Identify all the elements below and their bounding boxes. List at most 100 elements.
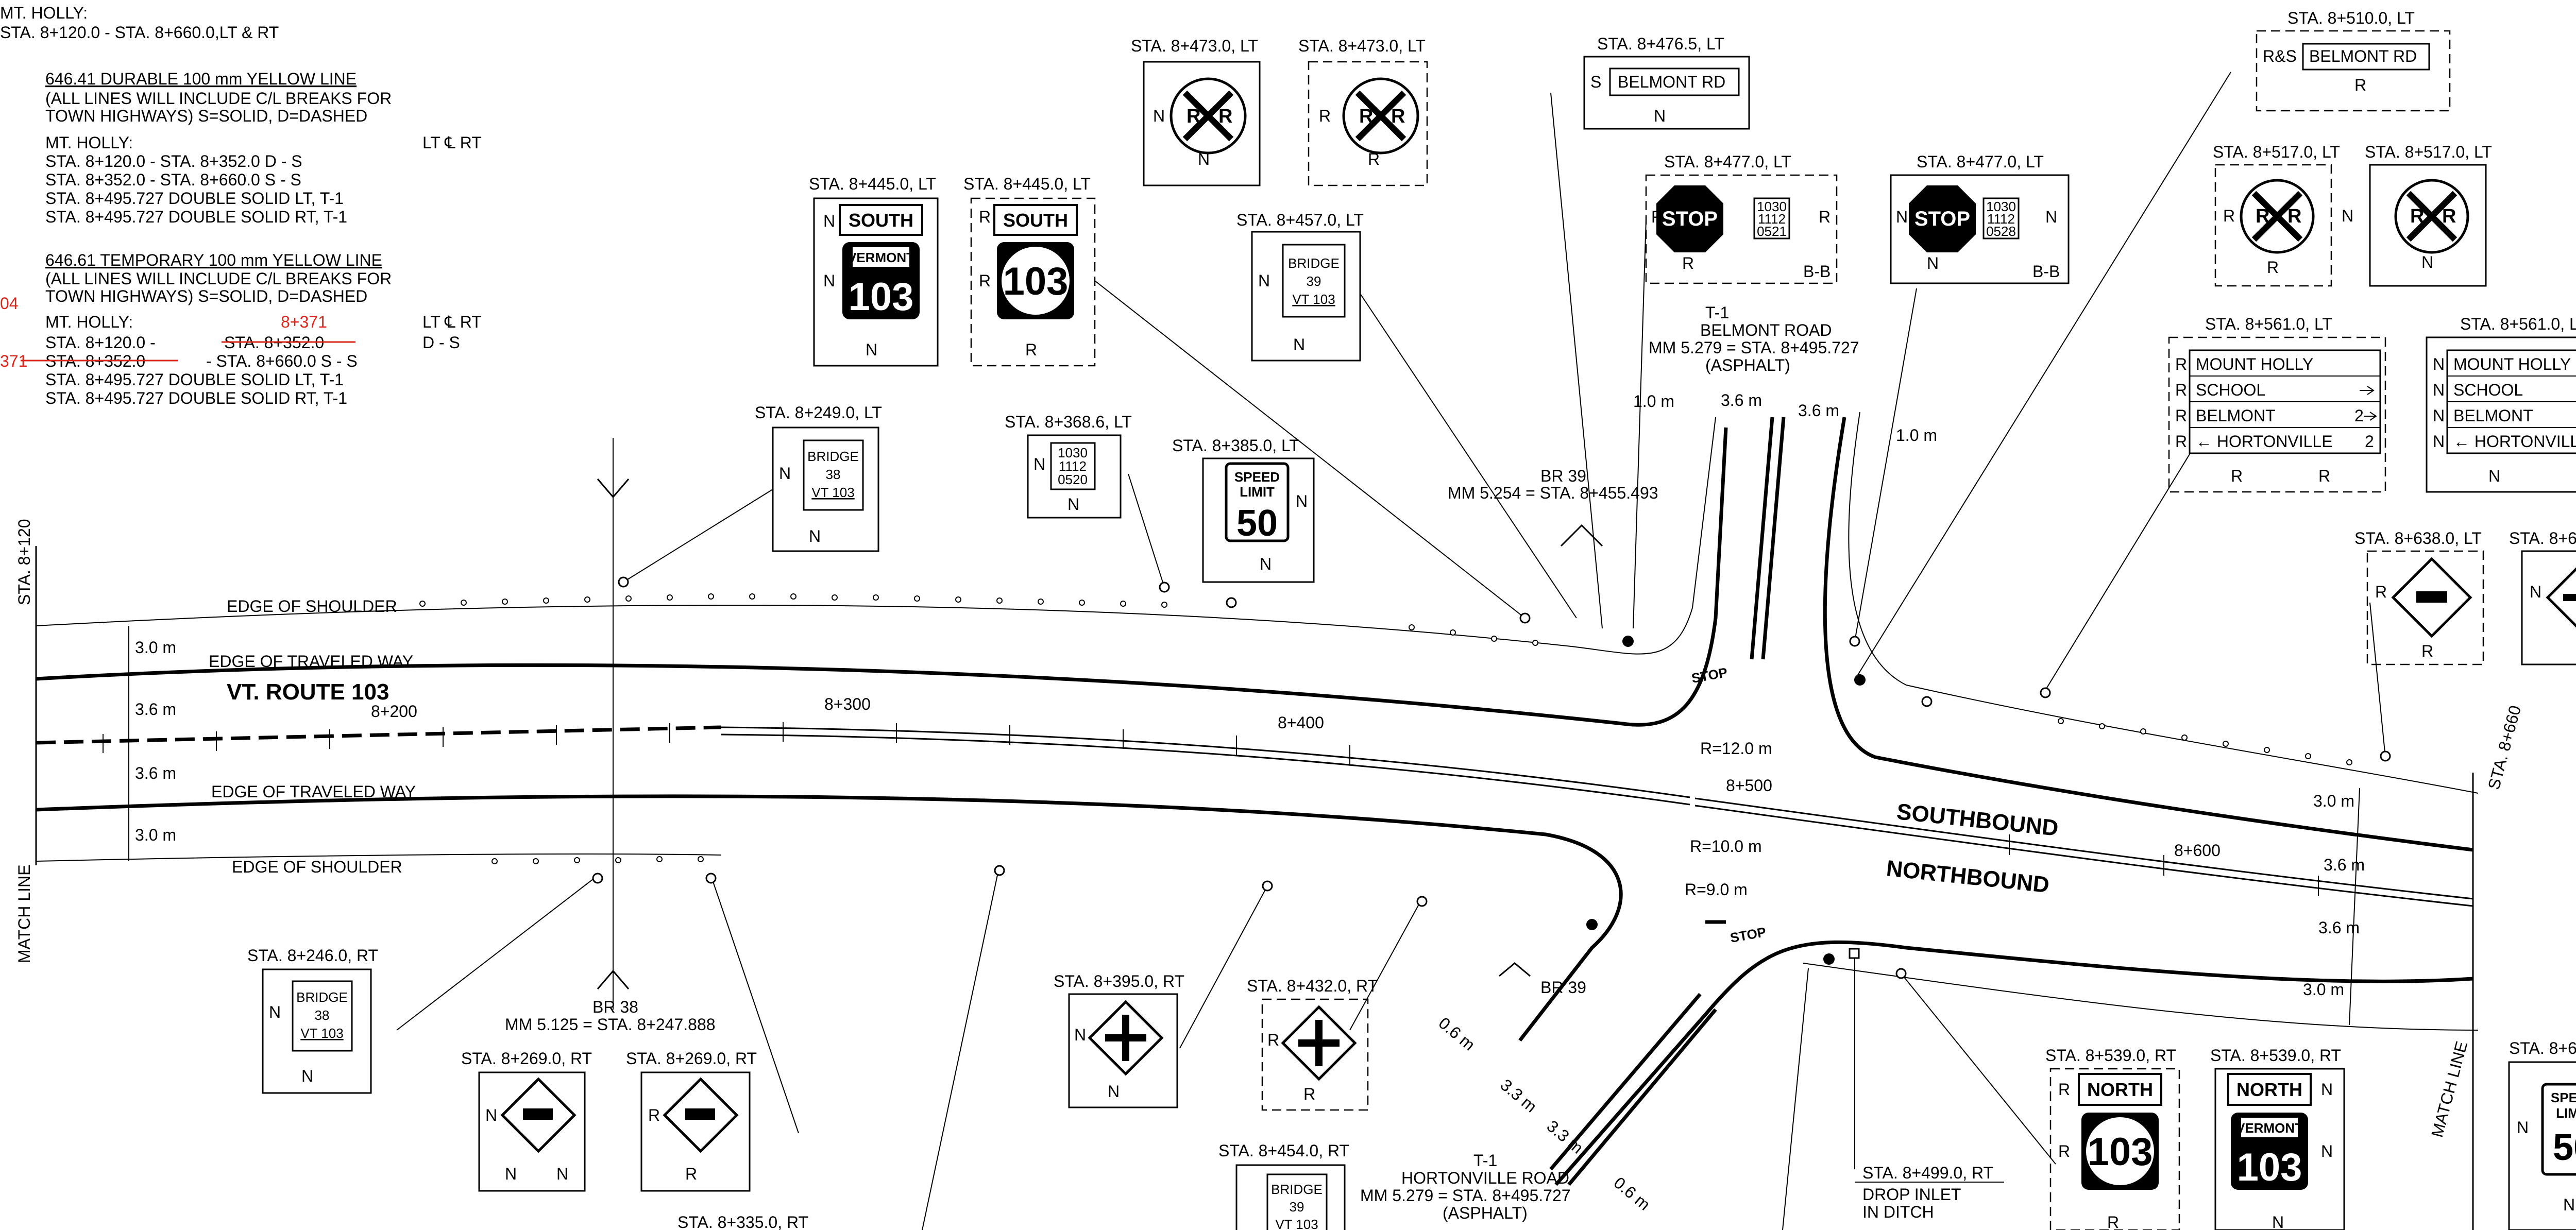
sign-8-517-lt-a: STA. 8+517.0, LT R R R R (2213, 143, 2340, 287)
truck-body (2416, 591, 2447, 603)
leader-line (2369, 602, 2386, 758)
sign-frame-dashed (2214, 164, 2332, 287)
sign-orientation: R (2058, 1080, 2070, 1099)
speed-limit-value: 50 (1236, 503, 1278, 544)
sign-8-477-lt-a: STA. 8+477.0, LT STOP 1030 1112 0521 B-B… (1645, 152, 1838, 284)
leader-line (1349, 898, 1422, 1031)
arrow-right-icon (2360, 386, 2375, 395)
sign-orientation: N (1074, 1026, 1086, 1044)
sign-orientation: R (2175, 381, 2187, 399)
shield-header (2241, 1118, 2298, 1137)
stop-sign-icon (1656, 185, 1723, 252)
south-travel-edge-right (1554, 940, 2473, 1186)
note-line: STA. 8+495.727 DOUBLE SOLID RT, T-1 (45, 389, 347, 407)
sign-orientation: R (1651, 208, 1663, 226)
rr-letter: R (2410, 206, 2424, 227)
station-ticks (103, 722, 2319, 896)
sign-station-label: STA. 8+477.0, LT (1917, 152, 2044, 171)
sign-orientation: R (1319, 107, 1331, 125)
sign-orientation: R (2107, 1213, 2119, 1230)
direction-text: SOUTH (849, 210, 913, 231)
sign-orientation: R (1303, 1085, 1315, 1103)
leader-line (1128, 473, 1165, 588)
guide-row: MOUNT HOLLY (2453, 355, 2571, 373)
bridge-end-symbol (597, 479, 630, 499)
control-plate (1753, 197, 1790, 240)
delineator (1079, 600, 1085, 606)
sign-orientation: N (2517, 1118, 2529, 1137)
sign-station-label: STA. 8+335.0, RT (677, 1213, 808, 1230)
direction-plate (993, 204, 1078, 236)
delineator (2099, 723, 2105, 729)
sign-station-label: STA. 8+473.0, LT (1298, 37, 1426, 55)
delineator (492, 858, 498, 864)
delineator (2305, 753, 2311, 759)
stop-legend: STOP (1690, 664, 1728, 686)
belmont-width: 3.6 m (1798, 401, 1839, 420)
sign-station-label: STA. 8+246.0, RT (247, 946, 378, 965)
centerline-right-b (1694, 805, 2473, 907)
sign-8-457-lt: STA. 8+457.0, LT BRIDGE 39 VT 103 N N (1236, 211, 1364, 362)
guide-row: ← HORTONVILLE (2453, 432, 2576, 451)
belmont-width: 3.6 m (1721, 391, 1762, 409)
sign-post-marker-solid (1586, 919, 1598, 930)
station-label: 8+500 (1726, 776, 1772, 795)
south-shoulder-right (1803, 963, 2479, 1031)
sign-station-label: STA. 8+517.0, LT (2213, 143, 2340, 161)
br39-label: BR 39 (1540, 978, 1586, 997)
belmont-width: 1.0 m (1896, 426, 1937, 445)
delineator (667, 594, 673, 601)
edge-traveled-label: EDGE OF TRAVELED WAY (211, 782, 416, 801)
sign-8-517-lt-b: STA. 8+517.0, LT R R N N (2342, 143, 2492, 287)
sign-station-label: STA. 8+269.0, RT (461, 1049, 592, 1068)
leader-line (2045, 412, 2216, 691)
delineator (873, 594, 879, 601)
delineator (2181, 734, 2188, 741)
sign-frame-dashed (1261, 998, 1369, 1111)
sign-orientation: N (2272, 1213, 2284, 1230)
sign-8-385-lt: STA. 8+385.0, LT SPEED LIMIT 50 N N (1172, 436, 1315, 583)
delineator (502, 599, 508, 605)
red-correction: 8+371 (281, 313, 327, 331)
sign-orientation: N (1654, 107, 1666, 125)
plate-line: 1030 (1986, 199, 2016, 214)
sign-8-269-rt-b: STA. 8+269.0, RT R R (626, 1049, 757, 1192)
station-label: 8+300 (824, 695, 871, 713)
sign-8-510-lt: STA. 8+510.0, LT BELMONT RD R&S R (2256, 9, 2451, 112)
leader-line (710, 875, 799, 1134)
bridge-plate-line: BRIDGE (1288, 255, 1340, 271)
station-label: 8+200 (371, 702, 417, 721)
speed-limit-sign (1225, 462, 1290, 542)
sign-orientation: R (2267, 258, 2279, 277)
note-line: MT. HOLLY: (45, 133, 133, 152)
sign-orientation: R (2223, 207, 2235, 225)
bridge-plate-line: VT 103 (1275, 1217, 1318, 1230)
sign-orientation: R (1819, 208, 1831, 226)
sign-post-marker (1921, 696, 1933, 707)
sign-orientation: N (823, 271, 835, 290)
leader-line (1550, 92, 1603, 629)
sign-8-600-rt: STA. 8+600.0, RT SPEED LIMIT 50 N N (2508, 1039, 2576, 1230)
guide-row: SCHOOL (2453, 381, 2523, 399)
delineator (1409, 624, 1415, 630)
sign-post-marker (1416, 896, 1428, 907)
bridge-plate-line: BRIDGE (807, 449, 859, 464)
plate-line: 0528 (1986, 224, 2016, 239)
plate-line: 0521 (1757, 224, 1787, 239)
direction-plate (2078, 1073, 2162, 1106)
bridge-plate-line: VT 103 (811, 485, 854, 500)
sign-station-label: STA. 8+473.0, LT (1131, 37, 1258, 55)
route-number: 103 (849, 275, 914, 319)
station-label: 8+600 (2174, 841, 2221, 860)
street-name-plate (1609, 67, 1740, 96)
sign-post-marker-solid (1854, 674, 1866, 686)
lane-width: 3.6 m (135, 764, 176, 782)
sign-station-label: STA. 8+638.0, LT (2354, 529, 2482, 548)
sign-orientation: N (823, 212, 835, 230)
delineator (698, 856, 704, 862)
sign-frame-dashed (970, 197, 1096, 367)
street-name-text: BELMONT RD (1618, 73, 1725, 91)
match-line-label: MATCH LINE (2428, 1039, 2471, 1139)
sign-orientation: N (2421, 253, 2433, 271)
hortonville-edge-a (1549, 993, 1702, 1171)
